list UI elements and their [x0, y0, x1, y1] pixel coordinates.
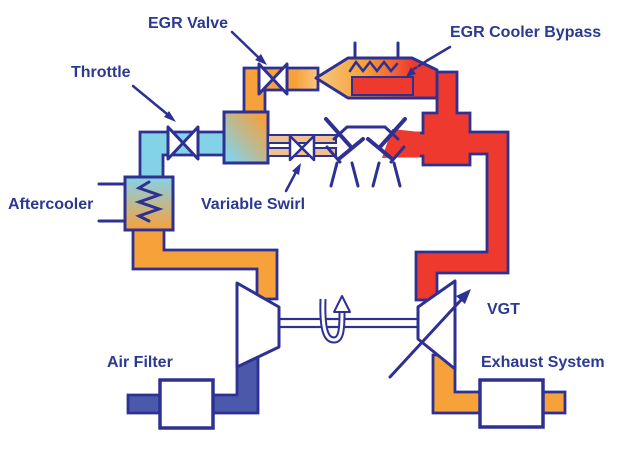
turbocharger: [235, 279, 471, 379]
label-egr-valve: EGR Valve: [148, 15, 228, 32]
exhaust-valve-head-icon: [366, 137, 393, 160]
intake-valve-head-icon: [338, 137, 365, 160]
intake-valve-stem-icon: [324, 117, 353, 149]
label-vgt: VGT: [487, 301, 520, 318]
egr-cooler-bypass-arrow-icon: [406, 45, 452, 77]
label-throttle: Throttle: [71, 64, 131, 81]
label-air-filter: Air Filter: [107, 354, 173, 371]
air-filter-box: [158, 378, 215, 430]
vgt-arrow-icon: [388, 289, 471, 379]
variable-swirl-valve-icon: [288, 134, 316, 162]
intake-runner-upper: [267, 134, 337, 144]
label-arrows: [131, 30, 452, 193]
variable-swirl-arrow-icon: [284, 163, 301, 193]
compressor-icon: [235, 281, 281, 369]
egr-valve-arrow-icon: [230, 30, 267, 65]
throttle-valve-icon: [166, 125, 200, 161]
muffler-box: [478, 378, 545, 429]
label-egr-cooler-bypass: EGR Cooler Bypass: [450, 24, 601, 41]
egr-cooler-coil-icon: [348, 59, 399, 74]
egr-bypass-duct: [351, 76, 414, 96]
shaft-rotation-arrow-icon: [319, 295, 351, 344]
label-aftercooler: Aftercooler: [8, 196, 93, 213]
label-variable-swirl: Variable Swirl: [201, 196, 305, 213]
fresh-air-circuit: [97, 130, 279, 430]
throttle-arrow-icon: [131, 84, 176, 122]
aftercooler-coil-icon: [134, 180, 164, 223]
turbo-shaft: [277, 317, 420, 329]
exhaust-manifold-and-pipe: [400, 70, 510, 302]
intake-mixer: [222, 110, 270, 165]
labels: EGR Valve Throttle EGR Cooler Bypass Aft…: [8, 15, 605, 371]
pipe-boost-air: [131, 228, 279, 301]
exhaust-valve-stem-icon: [378, 117, 407, 149]
engine-section: [222, 110, 420, 188]
pipe-cooled-charge-air: [138, 130, 227, 180]
egr-cooler-coolant-ports: [353, 41, 400, 60]
cylinder-head-icon: [324, 117, 407, 188]
exhaust-circuit: [400, 70, 567, 429]
aftercooler-coolant-ports: [97, 182, 128, 223]
egr-valve-icon: [257, 62, 289, 96]
label-exhaust-system: Exhaust System: [481, 354, 605, 371]
